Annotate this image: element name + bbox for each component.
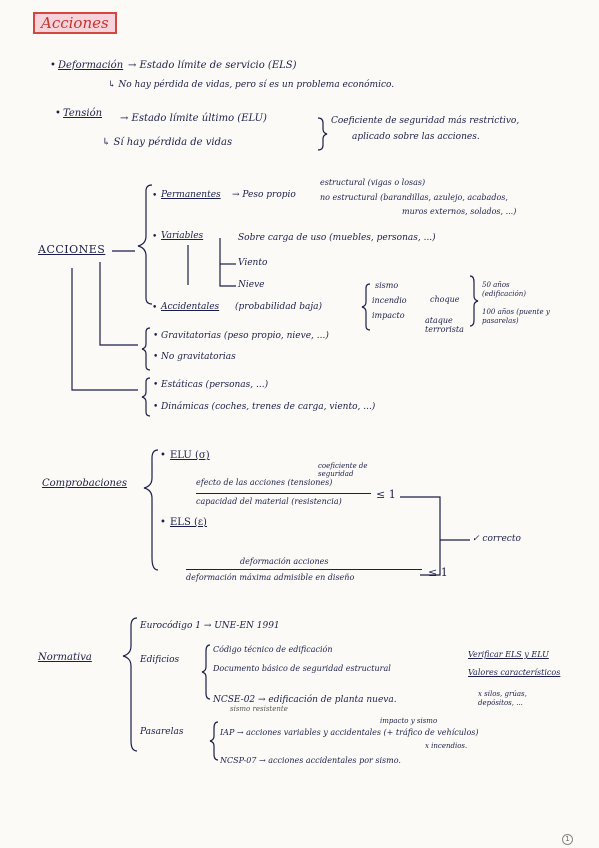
dinamicas-bullet: • — [153, 402, 159, 412]
pasarelas-p1: IAP → acciones variables y accidentales … — [220, 728, 479, 737]
accidentales-bullet: • — [152, 303, 158, 313]
gravitatorias-bullet: • — [153, 331, 159, 341]
eurocodigo: Eurocódigo 1 → UNE-EN 1991 — [140, 621, 280, 631]
accidentales-c2: incendio — [372, 296, 407, 305]
tension-bullet: • — [55, 108, 61, 119]
no-gravitatorias: No gravitatorias — [161, 352, 236, 362]
accidentales-e2: 100 años (puente y pasarelas) — [482, 308, 550, 325]
dinamicas: Dinámicas (coches, trenes de carga, vien… — [161, 402, 376, 412]
variables-bullet: • — [152, 232, 158, 242]
variables-i3: Nieve — [238, 280, 265, 290]
deformacion-bullet: • — [50, 60, 56, 71]
pasarelas-label: Pasarelas — [140, 727, 184, 737]
tension-note2: aplicado sobre las acciones. — [352, 132, 480, 142]
result-correcto: ✓ correcto — [472, 534, 521, 544]
page-number: 1 — [562, 834, 573, 845]
accidentales-paren: (probabilidad baja) — [235, 302, 323, 312]
permanentes-b3: muros externos, solados, ...) — [402, 207, 517, 216]
tension-term: Tensión — [63, 108, 103, 119]
elu-denominator: capacidad del material (resistencia) — [196, 497, 342, 506]
permanentes-b2: no estructural (barandillas, azulejo, ac… — [320, 193, 508, 202]
els-heading: ELS (ε) — [170, 517, 207, 528]
estaticas-bullet: • — [153, 380, 159, 390]
tension-note1: Coeficiente de seguridad más restrictivo… — [331, 116, 520, 126]
acciones-label: ACCIONES — [38, 243, 106, 256]
valores-caracteristicos: Valores característicos — [468, 668, 561, 677]
accidentales-d2: ataque terrorista — [425, 316, 464, 334]
permanentes-term: Permanentes — [161, 190, 221, 200]
elu-note: coeficiente de seguridad — [318, 462, 368, 478]
tension-line2: ↳ Sí hay pérdida de vidas — [102, 137, 233, 148]
edificios-e3: NCSE-02 → edificación de planta nueva. — [213, 695, 397, 705]
pasarelas-p1a: impacto y sismo — [380, 717, 438, 725]
variables-term: Variables — [161, 231, 204, 241]
permanentes-bullet: • — [152, 191, 158, 201]
gravitatorias: Gravitatorias (peso propio, nieve, ...) — [161, 331, 329, 341]
elu-fraction-line — [196, 493, 371, 494]
tension-line1: → Estado límite último (ELU) — [120, 113, 267, 124]
accidentales-c3: impacto — [372, 311, 405, 320]
els-leq: ≤ 1 — [428, 566, 448, 579]
pasarelas-p1b: x incendios. — [425, 742, 468, 750]
comprobaciones-label: Comprobaciones — [42, 478, 128, 489]
accidentales-e1: 50 años (edificación) — [482, 281, 526, 298]
variables-i1: Sobre carga de uso (muebles, personas, .… — [238, 233, 436, 243]
page-title: Acciones — [33, 12, 117, 34]
els-fraction-line — [186, 569, 422, 570]
variables-i2: Viento — [238, 258, 268, 268]
permanentes-arrow: → Peso propio — [232, 190, 296, 200]
accidentales-c1: sismo — [375, 281, 399, 290]
accidentales-term: Accidentales — [161, 302, 220, 312]
no-gravitatorias-bullet: • — [153, 352, 159, 362]
deformacion-line1: → Estado límite de servicio (ELS) — [128, 60, 297, 71]
elu-numerator: efecto de las acciones (tensiones) — [196, 478, 333, 487]
edificios-label: Edificios — [140, 655, 180, 665]
elu-leq: ≤ 1 — [376, 488, 396, 501]
pasarelas-p2: NCSP-07 → acciones accidentales por sism… — [220, 756, 401, 765]
deformacion-line2: ↳ No hay pérdida de vidas, pero sí es un… — [108, 80, 395, 90]
els-numerator: deformación acciones — [240, 557, 329, 566]
estaticas: Estáticas (personas, ...) — [161, 380, 269, 390]
edificios-e1: Código técnico de edificación — [213, 645, 333, 654]
sismo-resistente-tag: sismo resistente — [230, 705, 288, 713]
verificar-els-elu: Verificar ELS y ELU — [468, 650, 549, 659]
accidentales-d1: choque — [430, 295, 460, 304]
els-denominator: deformación máxima admisible en diseño — [186, 573, 355, 582]
permanentes-b1: estructural (vigas o losas) — [320, 178, 426, 187]
elu-bullet: • — [160, 450, 166, 461]
els-bullet: • — [160, 517, 166, 528]
deformacion-term: Deformación — [58, 60, 124, 71]
edificios-e2: Documento básico de seguridad estructura… — [213, 664, 391, 673]
elu-heading: ELU (σ) — [170, 450, 210, 461]
silos-gruas: x silos, grúas, depósitos, ... — [478, 690, 527, 707]
normativa-label: Normativa — [38, 652, 92, 663]
